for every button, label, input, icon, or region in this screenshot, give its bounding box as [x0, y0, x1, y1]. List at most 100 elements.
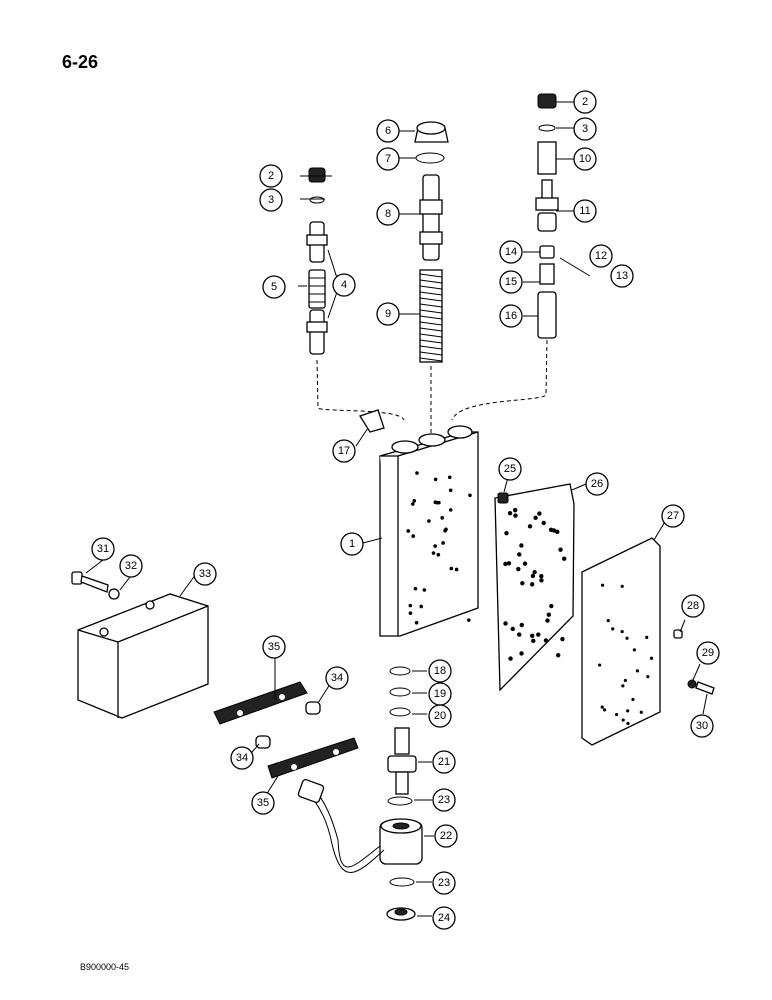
gasket-hole	[513, 507, 518, 513]
callout-14: 14	[499, 240, 523, 264]
svg-text:17: 17	[338, 445, 350, 457]
body-hole	[412, 499, 417, 503]
gasket-hole	[517, 632, 522, 637]
gasket-hole	[506, 561, 512, 566]
svg-text:26: 26	[591, 478, 603, 490]
parts-drawings	[71, 93, 715, 921]
gasket-hole	[545, 618, 550, 623]
body-hole	[436, 552, 441, 557]
svg-text:14: 14	[505, 246, 517, 258]
gasket-hole	[519, 543, 524, 548]
callout-15: 15	[499, 270, 523, 294]
body-hole	[414, 620, 419, 625]
gasket-hole	[549, 603, 554, 609]
callout-7: 7	[376, 147, 400, 171]
spring-coil	[419, 357, 443, 362]
gasket-hole	[558, 547, 563, 552]
svg-text:2: 2	[582, 96, 588, 108]
callout-34-top: 34	[325, 666, 349, 690]
body-hole	[441, 541, 445, 545]
body-hole	[435, 500, 439, 505]
callout-35-top: 35	[262, 635, 286, 659]
plate-hole	[600, 583, 605, 587]
gasket-hole	[530, 633, 535, 638]
part-right-plug	[535, 93, 591, 339]
gasket-hole	[529, 582, 535, 587]
callout-5: 5	[262, 275, 286, 299]
figure-code: B900000-45	[80, 962, 130, 972]
plate-hole	[646, 675, 650, 679]
callout-27: 27	[661, 504, 685, 528]
plate-hole	[625, 636, 629, 640]
plate-hole	[600, 705, 604, 709]
gasket-hole	[522, 561, 528, 566]
page-number: 6-26	[62, 52, 99, 72]
plate-hole	[620, 584, 624, 588]
gasket-hole	[546, 612, 552, 617]
callout-30: 30	[690, 714, 714, 738]
gasket-hole	[503, 621, 508, 626]
spring-coil	[419, 345, 443, 350]
body-hole	[449, 566, 454, 571]
svg-text:28: 28	[687, 600, 699, 612]
svg-text:1: 1	[349, 538, 355, 550]
gasket-hole	[527, 524, 533, 529]
part-center-plug	[414, 121, 449, 164]
body-hole	[467, 618, 471, 622]
plate-hole	[611, 627, 615, 631]
gasket-hole	[560, 636, 565, 642]
spring-coil	[419, 315, 443, 320]
gasket-hole	[533, 515, 538, 521]
svg-text:2: 2	[268, 170, 274, 182]
spring-coil	[419, 321, 443, 326]
plate-hole	[626, 709, 630, 713]
svg-text:13: 13	[616, 270, 628, 282]
gasket-hole	[520, 581, 525, 586]
spring-coil	[419, 333, 443, 338]
callout-3-left: 3	[259, 188, 283, 212]
svg-text:18: 18	[434, 665, 446, 677]
plate-hole	[639, 710, 643, 714]
svg-text:11: 11	[579, 205, 590, 217]
gasket-hole	[551, 528, 557, 533]
svg-text:33: 33	[199, 568, 211, 580]
svg-text:15: 15	[505, 276, 517, 288]
spring-coil	[419, 273, 443, 278]
part-valve-body	[379, 425, 479, 637]
svg-text:12: 12	[595, 250, 607, 262]
spring-coil	[419, 291, 443, 296]
callout-29: 29	[696, 641, 720, 665]
callout-18: 18	[428, 659, 452, 683]
spring-coil	[419, 339, 443, 344]
svg-text:31: 31	[97, 543, 109, 555]
gasket-hole	[519, 651, 524, 656]
svg-text:34: 34	[331, 672, 343, 684]
body-hole	[454, 567, 459, 572]
gasket-hole	[519, 622, 524, 628]
body-hole	[419, 604, 424, 609]
svg-text:32: 32	[125, 560, 137, 572]
body-hole	[440, 516, 444, 520]
body-hole	[468, 493, 472, 498]
svg-text:27: 27	[667, 510, 679, 522]
gasket-hole	[532, 569, 537, 575]
body-hole	[433, 477, 438, 482]
callout-28: 28	[681, 594, 705, 618]
plate-hole	[621, 684, 625, 688]
gasket-hole	[513, 513, 518, 518]
gasket-hole	[543, 638, 549, 643]
plate-hole	[635, 669, 640, 673]
plate-hole	[645, 635, 649, 639]
body-hole	[408, 611, 413, 615]
body-hole	[427, 519, 431, 523]
callout-26: 26	[585, 472, 609, 496]
gasket-hole	[516, 566, 521, 572]
svg-text:16: 16	[505, 310, 517, 322]
svg-text:29: 29	[702, 647, 714, 659]
plate-hole	[606, 619, 610, 623]
callout-22: 22	[434, 824, 458, 848]
gasket-hole	[510, 626, 515, 632]
spring-coil	[419, 327, 443, 332]
callouts: 2 3 4 5 6 7 8 9 2 3 10 11 12 13 14 15 16…	[91, 90, 720, 930]
